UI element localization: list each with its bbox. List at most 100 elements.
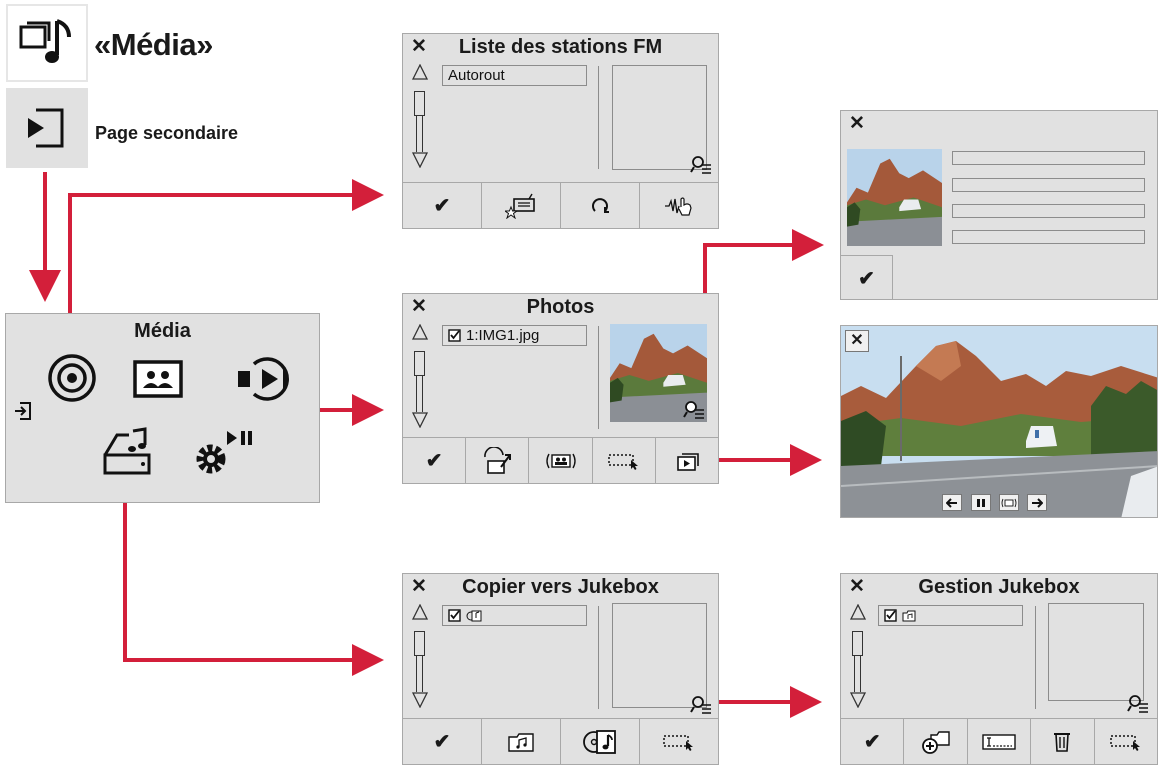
fullscreen-button[interactable] (656, 438, 718, 483)
trash-icon (1054, 732, 1071, 752)
arrow-right-icon (1032, 497, 1043, 508)
exit-icon[interactable] (13, 401, 33, 426)
scroll-thumb[interactable] (414, 631, 425, 656)
fullscreen-photo (841, 326, 1157, 517)
list-item[interactable] (442, 605, 587, 626)
previous-button[interactable] (942, 494, 962, 511)
pause-button[interactable] (971, 494, 991, 511)
triangle-down-icon[interactable] (850, 692, 866, 708)
ok-button[interactable]: ✔ (841, 719, 905, 764)
close-icon[interactable]: ✕ (849, 113, 865, 134)
jukebox-toolbar: ✔ (841, 718, 1157, 764)
photo-browse-button[interactable] (999, 494, 1019, 511)
refresh-icon (592, 197, 609, 213)
touch-sound-button[interactable] (640, 183, 718, 228)
list-item[interactable]: 1:IMG1.jpg (442, 325, 587, 346)
triangle-down-icon[interactable] (412, 692, 428, 708)
triangle-up-icon[interactable] (850, 604, 866, 620)
scrollbar[interactable] (850, 604, 866, 710)
next-button[interactable] (1027, 494, 1047, 511)
delete-button[interactable] (1031, 719, 1095, 764)
photos-screen-title: Photos (526, 296, 595, 318)
triangle-up-icon[interactable] (412, 324, 428, 340)
checkbox-checked-icon[interactable] (884, 609, 897, 622)
scroll-track[interactable] (416, 656, 423, 692)
jukebox-screen-title: Gestion Jukebox (918, 576, 1080, 598)
copy-screen-title: Copier vers Jukebox (462, 576, 659, 598)
scroll-thumb[interactable] (414, 91, 425, 116)
scroll-thumb[interactable] (852, 631, 863, 656)
photo-file-name: 1:IMG1.jpg (466, 327, 540, 344)
usb-music-icon[interactable] (101, 427, 155, 482)
ok-button[interactable]: ✔ (403, 438, 467, 483)
photo-browse-icon (1001, 498, 1017, 507)
close-icon[interactable]: ✕ (849, 576, 865, 597)
page-title: «Média» (94, 27, 213, 62)
waveform-touch-icon (665, 196, 692, 216)
zoom-info-icon[interactable] (690, 695, 712, 715)
scrollbar[interactable] (412, 324, 428, 430)
zoom-info-icon[interactable] (683, 400, 705, 420)
close-icon[interactable]: ✕ (411, 36, 427, 57)
ok-button[interactable]: ✔ (403, 719, 482, 764)
pause-icon (977, 498, 985, 507)
select-all-button[interactable] (640, 719, 718, 764)
scrollbar[interactable] (412, 64, 428, 170)
select-all-button[interactable] (593, 438, 656, 483)
copy-toolbar: ✔ (403, 718, 718, 764)
radio-favorite-icon (505, 193, 535, 219)
check-icon: ✔ (433, 195, 451, 217)
secondary-page-icon (6, 88, 88, 168)
settings-playback-icon[interactable] (191, 427, 263, 484)
checkbox-checked-icon[interactable] (448, 329, 461, 342)
info-field (952, 204, 1145, 218)
scroll-track[interactable] (416, 376, 423, 412)
photos-icon[interactable] (132, 359, 184, 404)
rename-icon (982, 733, 1016, 750)
info-field (952, 151, 1145, 165)
arrow-usb-to-copy (123, 480, 384, 676)
fm-toolbar: ✔ (403, 182, 718, 228)
triangle-up-icon[interactable] (412, 604, 428, 620)
scroll-track[interactable] (416, 116, 423, 152)
triangle-up-icon[interactable] (412, 64, 428, 80)
list-item[interactable] (878, 605, 1023, 626)
scroll-track[interactable] (854, 656, 861, 692)
ok-button[interactable]: ✔ (841, 255, 893, 300)
check-icon: ✔ (425, 450, 443, 472)
photo-thumbnail[interactable] (610, 324, 707, 422)
jukebox-management-screen: ✕ Gestion Jukebox ✔ (840, 573, 1158, 765)
set-wallpaper-button[interactable] (466, 438, 530, 483)
copy-cd-button[interactable] (561, 719, 640, 764)
station-name: Autorout (448, 67, 505, 84)
favorite-radio-button[interactable] (482, 183, 561, 228)
photos-toolbar: ✔ (403, 437, 718, 483)
close-icon[interactable]: ✕ (845, 330, 869, 352)
scrollbar[interactable] (412, 604, 428, 710)
scroll-thumb[interactable] (414, 351, 425, 376)
music-folder-button[interactable] (482, 719, 561, 764)
cd-music-icon (466, 610, 482, 621)
zoom-info-icon[interactable] (690, 155, 712, 175)
radio-icon[interactable] (46, 352, 98, 409)
rename-button[interactable] (968, 719, 1032, 764)
refresh-button[interactable] (561, 183, 640, 228)
media-menu: Média (5, 313, 320, 503)
list-item[interactable]: Autorout (442, 65, 587, 86)
checkbox-checked-icon[interactable] (448, 609, 461, 622)
select-all-button[interactable] (1095, 719, 1157, 764)
ok-button[interactable]: ✔ (403, 183, 482, 228)
close-icon[interactable]: ✕ (411, 576, 427, 597)
photo-thumbnail (847, 149, 942, 246)
zoom-info-icon[interactable] (1127, 694, 1149, 714)
divider (598, 606, 599, 709)
select-all-icon (663, 734, 693, 751)
triangle-down-icon[interactable] (412, 412, 428, 428)
close-icon[interactable]: ✕ (411, 296, 427, 317)
add-folder-button[interactable] (904, 719, 968, 764)
check-icon: ✔ (858, 267, 875, 290)
slideshow-view-button[interactable] (529, 438, 593, 483)
fm-stations-screen: ✕ Liste des stations FM Autorout ✔ (402, 33, 719, 229)
video-icon[interactable] (236, 356, 298, 407)
triangle-down-icon[interactable] (412, 152, 428, 168)
